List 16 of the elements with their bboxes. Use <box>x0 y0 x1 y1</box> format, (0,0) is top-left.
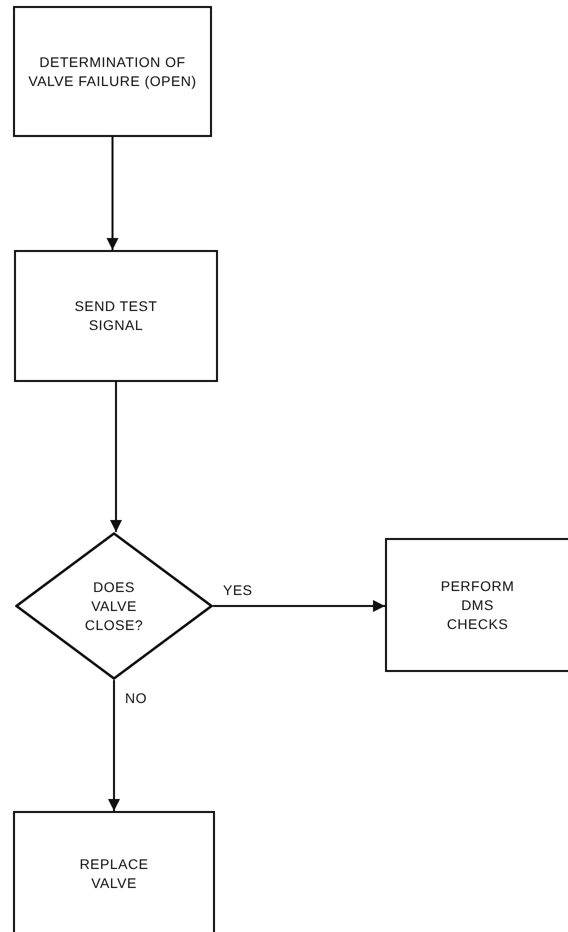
process-box <box>14 250 218 382</box>
process-box <box>13 6 212 137</box>
arrow <box>213 600 385 612</box>
node-text: PERFORM DMS CHECKS <box>440 576 516 634</box>
process-box <box>13 811 215 932</box>
process-box <box>385 538 568 672</box>
decision-diamond <box>15 532 213 680</box>
arrow <box>106 137 118 250</box>
node-text: DETERMINATION OF VALVE FAILURE (OPEN) <box>27 52 198 90</box>
node-text: REPLACE VALVE <box>78 854 150 892</box>
edge-label: NO <box>124 690 148 706</box>
node-text: SEND TEST SIGNAL <box>74 297 158 335</box>
node-text: DOES VALVE CLOSE? <box>84 578 144 634</box>
edge-label: YES <box>222 582 254 598</box>
arrow <box>108 680 120 811</box>
arrow <box>110 382 122 532</box>
